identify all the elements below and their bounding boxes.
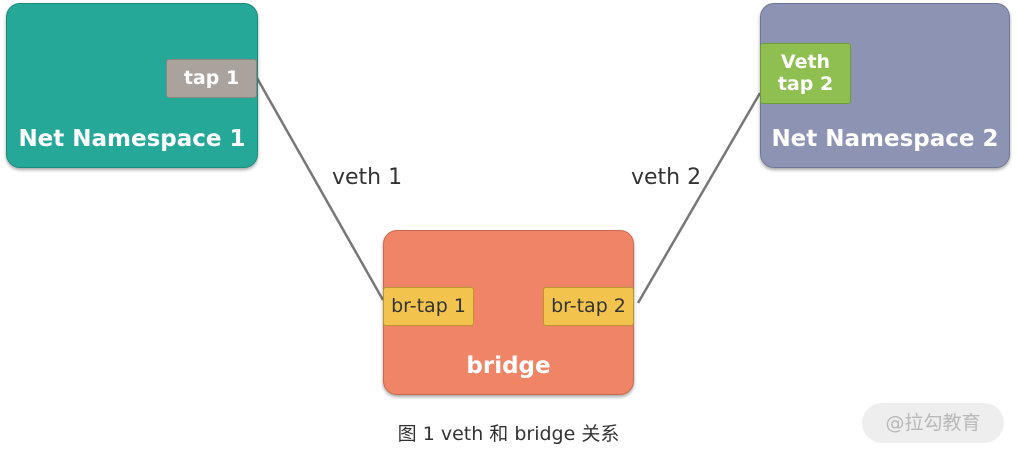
bridge-label: bridge [466, 353, 551, 379]
veth-2-label: veth 2 [631, 165, 702, 190]
veth-tap-2-port: Veth tap 2 [760, 43, 851, 104]
tap-1-port: tap 1 [166, 59, 257, 98]
veth-1-label: veth 1 [332, 165, 403, 190]
watermark: @拉勾教育 [862, 403, 1004, 443]
br-tap-2-port: br-tap 2 [543, 287, 634, 326]
figure-caption: 图 1 veth 和 bridge 关系 [397, 423, 620, 445]
veth2-line [636, 92, 762, 304]
net-namespace-1-label: Net Namespace 1 [18, 126, 246, 152]
br-tap-1-port: br-tap 1 [383, 287, 474, 326]
net-namespace-2-label: Net Namespace 2 [771, 126, 999, 152]
veth1-line [255, 77, 385, 301]
